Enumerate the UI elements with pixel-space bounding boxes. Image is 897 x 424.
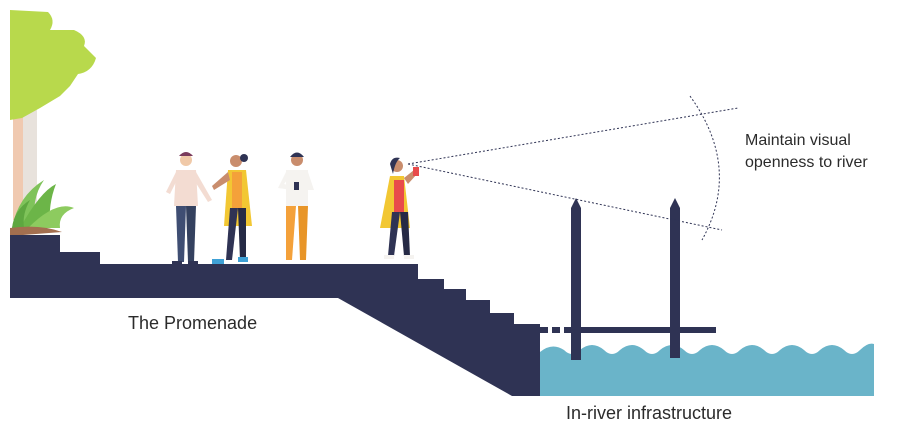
promenade-label: The Promenade	[128, 313, 258, 333]
in-river-infrastructure	[540, 198, 716, 360]
promenade-structure	[10, 235, 540, 396]
person-icon	[212, 154, 252, 264]
visual-openness-label-line1: Maintain visual	[745, 132, 851, 149]
river-water	[540, 343, 874, 396]
infrastructure-label: In-river infrastructure	[566, 403, 733, 423]
person-icon	[380, 157, 419, 259]
visual-openness-label: Maintain visual openness to river	[745, 130, 868, 174]
plant-icon	[10, 180, 74, 236]
person-icon	[278, 152, 314, 260]
visual-openness-label-line2: openness to river	[745, 154, 868, 171]
person-icon	[166, 152, 212, 265]
view-cone	[407, 95, 739, 241]
